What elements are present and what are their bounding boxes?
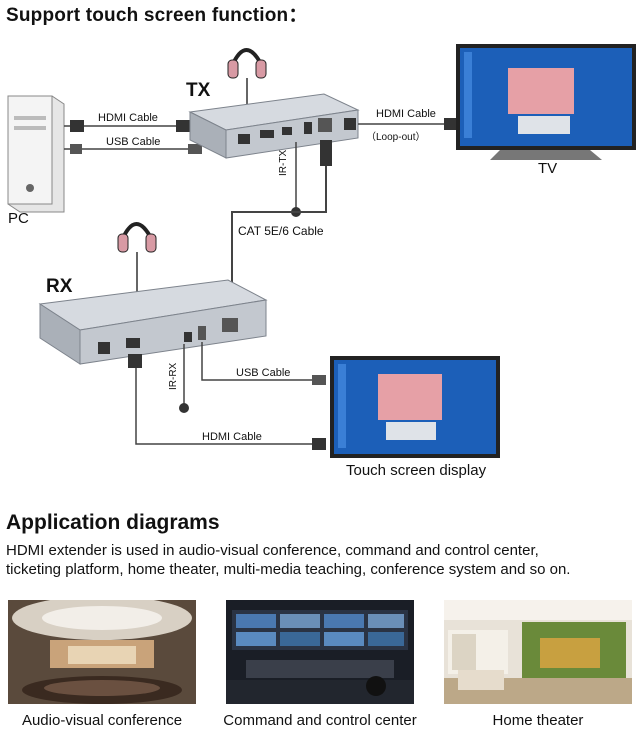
hdmi-plug-icon (128, 354, 142, 368)
hdmi-plug-icon (312, 438, 326, 450)
section-description: HDMI extender is used in audio-visual co… (6, 541, 634, 579)
description-line: ticketing platform, home theater, multi-… (6, 561, 571, 578)
tv-label: TV (538, 160, 558, 177)
pc-label: PC (8, 210, 29, 227)
page-title: Support touch screen function： (6, 5, 308, 26)
tx-label: TX (186, 80, 211, 101)
usb-plug-icon (188, 144, 202, 154)
control-room-photo (226, 600, 414, 704)
hdmi-cable-label: HDMI Cable (202, 431, 262, 443)
hdmi-plug-icon (176, 120, 190, 132)
application-caption: Command and control center (223, 712, 417, 729)
ir-sensor-icon (179, 403, 189, 413)
hdmi-plug-icon (70, 120, 84, 132)
application-caption: Home theater (492, 712, 584, 729)
touch-screen-display-icon (330, 356, 500, 458)
usb-cable-label: USB Cable (236, 367, 291, 379)
display-label: Touch screen display (346, 462, 487, 479)
hdmi-plug-icon (444, 118, 456, 130)
section-title: Application diagrams (6, 511, 220, 534)
home-theater-photo (444, 600, 632, 704)
application-caption: Audio-visual conference (21, 712, 183, 729)
description-line: HDMI extender is used in audio-visual co… (6, 542, 539, 559)
hdmi-cable-label: HDMI Cable (376, 108, 436, 120)
conference-room-photo (8, 600, 196, 704)
headphones-icon (117, 222, 157, 296)
tx-extender-device (188, 93, 360, 159)
headphones-icon (227, 48, 267, 110)
tv-monitor-icon (456, 44, 636, 160)
rx-extender-device (38, 279, 268, 365)
hdmi-plug-icon (344, 118, 356, 130)
hdmi-cable-label: HDMI Cable (98, 112, 158, 124)
ir-rx-label: IR-RX (168, 362, 179, 390)
usb-plug-icon (70, 144, 82, 154)
connection-diagram (7, 44, 636, 458)
rj45-plug-icon (320, 140, 332, 166)
ir-tx-label: IR-TX (278, 149, 289, 176)
usb-cable-label: USB Cable (106, 136, 161, 148)
usb-plug-icon (312, 375, 326, 385)
loop-out-label: （Loop-out） (366, 132, 426, 143)
cat-cable-label: CAT 5E/6 Cable (238, 224, 324, 238)
rx-label: RX (46, 276, 73, 297)
pc-tower-icon (7, 95, 65, 213)
